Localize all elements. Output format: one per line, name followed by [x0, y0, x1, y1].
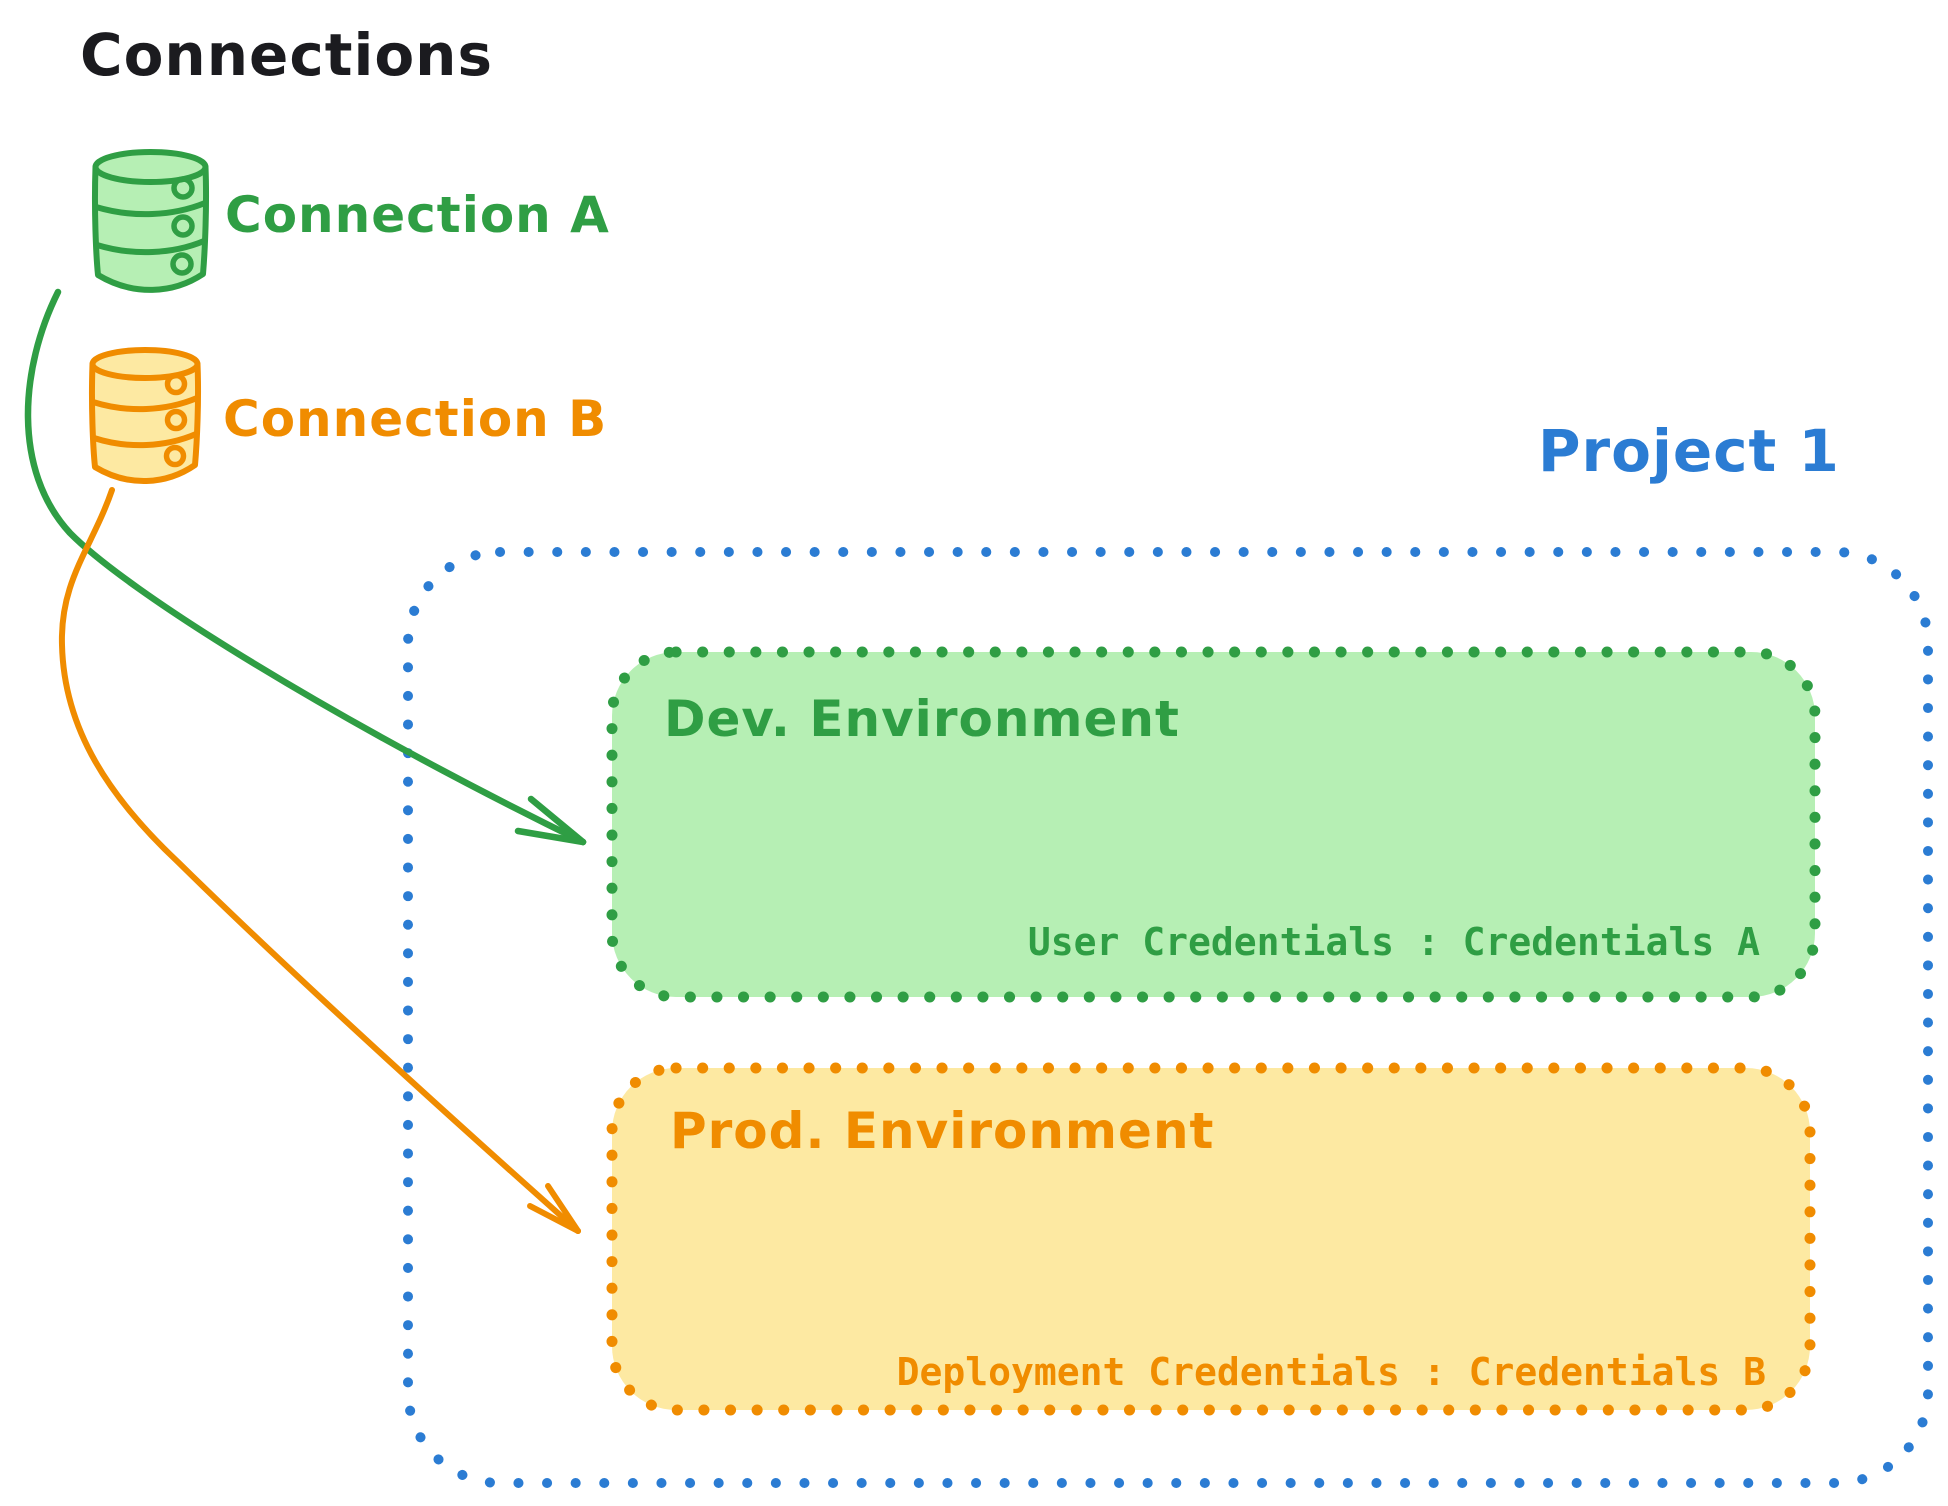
connections-heading: Connections	[80, 21, 493, 89]
prod-environment-title: Prod. Environment	[670, 1102, 1215, 1160]
dev-environment-box	[606, 646, 1821, 1003]
prod-environment-box	[606, 1062, 1816, 1416]
connection-b-arrow	[58, 487, 581, 1234]
connection-a-label: Connection A	[225, 186, 610, 244]
prod-environment-credentials: Deployment Credentials : Credentials B	[896, 1350, 1766, 1394]
dev-environment-title: Dev. Environment	[664, 690, 1180, 748]
project-title: Project 1	[1538, 417, 1840, 485]
dev-environment-credentials: User Credentials : Credentials A	[1027, 920, 1760, 964]
connection-b-database-icon	[88, 347, 202, 485]
connection-b-label: Connection B	[223, 390, 608, 448]
connection-a-arrow	[24, 288, 587, 846]
connection-a-database-icon	[91, 149, 210, 293]
